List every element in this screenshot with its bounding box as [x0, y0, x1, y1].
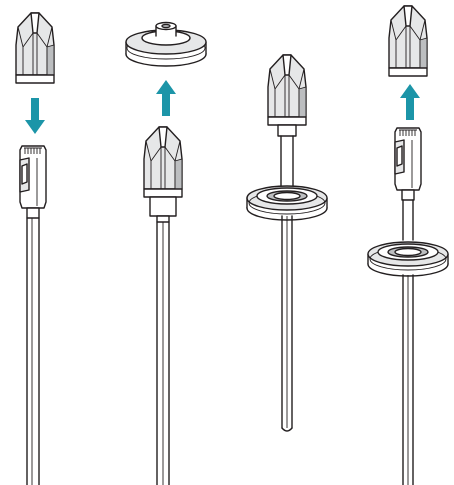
step-4 — [367, 5, 449, 485]
cable-cap-icon — [15, 12, 55, 84]
cable-cap-icon — [267, 54, 307, 126]
cable-grommet-icon — [246, 185, 328, 221]
arrow-up-icon — [156, 80, 176, 116]
cable-lower — [402, 274, 414, 485]
cable-cap-icon — [388, 5, 428, 77]
cable-grommet-icon — [125, 21, 207, 67]
cap-base-socket — [277, 124, 297, 137]
rj45-connector-body — [149, 196, 177, 223]
step-1 — [15, 12, 55, 485]
rj45-connector-icon — [394, 127, 422, 201]
arrow-down-icon — [25, 98, 45, 134]
cable-upper — [402, 199, 414, 241]
cable-cap-icon — [143, 126, 183, 198]
cable-grommet-icon — [367, 241, 449, 277]
cable — [26, 217, 40, 485]
step-2 — [125, 21, 207, 485]
step-3 — [246, 54, 328, 432]
cable-upper — [280, 135, 294, 191]
rj45-connector-icon — [19, 145, 47, 219]
cable-lower — [281, 215, 293, 432]
cable — [156, 221, 170, 485]
arrow-up-icon — [400, 84, 420, 120]
